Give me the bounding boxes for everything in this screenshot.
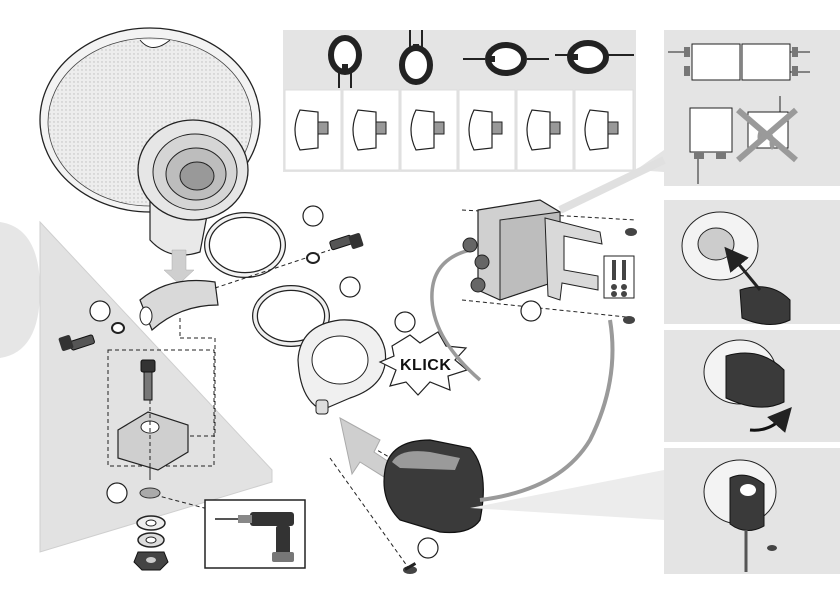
klick-label: KLICK bbox=[400, 357, 451, 374]
lamp-option-5 bbox=[527, 110, 550, 150]
lamp-option-1 bbox=[295, 110, 318, 150]
klick-callout: KLICK bbox=[380, 332, 467, 395]
screw-icon bbox=[767, 545, 777, 551]
nut-icon bbox=[134, 552, 168, 570]
lamp-option-3 bbox=[411, 110, 434, 150]
screw-set bbox=[604, 256, 634, 298]
screw-icon bbox=[329, 232, 364, 250]
lamp-option-6 bbox=[585, 110, 608, 150]
lamp-option-4 bbox=[469, 110, 492, 150]
mounting-bracket bbox=[545, 218, 602, 300]
drill-inset bbox=[205, 500, 305, 568]
transformer-options-panel bbox=[636, 30, 840, 186]
power-cable bbox=[480, 320, 613, 500]
step-panel-insert bbox=[664, 200, 840, 325]
drill-hole bbox=[140, 488, 160, 498]
mounting-clamp bbox=[140, 280, 218, 330]
lamp-housing bbox=[384, 440, 483, 533]
side-tab bbox=[0, 222, 40, 358]
mount-options-panel bbox=[283, 30, 636, 172]
transformer bbox=[463, 200, 560, 300]
step-panel-secure bbox=[664, 448, 840, 574]
lamp-option-2 bbox=[353, 110, 376, 150]
adapter-flange bbox=[298, 320, 386, 414]
washer-icon bbox=[137, 516, 165, 547]
step-panel-rotate bbox=[664, 330, 840, 442]
